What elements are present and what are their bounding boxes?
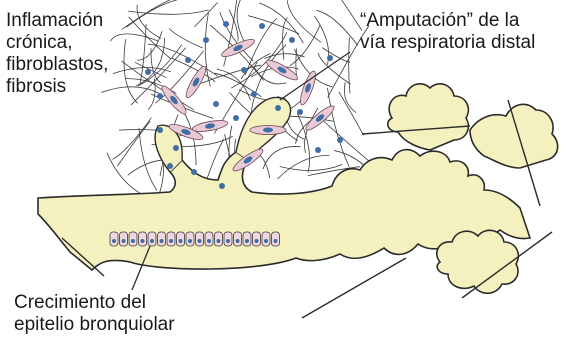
inflammatory-nucleus — [233, 115, 239, 121]
inflammatory-nucleus — [213, 101, 219, 107]
epithelial-nucleus — [169, 239, 173, 243]
epithelial-nucleus — [217, 239, 221, 243]
inflammatory-nucleus — [315, 147, 321, 153]
collagen-fiber — [263, 146, 301, 169]
inflammatory-nucleus — [297, 109, 303, 115]
inflammatory-nucleus — [167, 163, 173, 169]
collagen-fiber — [344, 82, 356, 112]
alveolar-bulb-top — [388, 84, 469, 150]
epithelial-nucleus — [179, 239, 183, 243]
collagen-fiber — [117, 121, 150, 166]
collagen-fiber — [194, 2, 217, 26]
label-line: epitelio bronquiolar — [14, 314, 175, 336]
collagen-fiber — [248, 16, 299, 34]
epithelial-nucleus — [150, 239, 154, 243]
collagen-fiber — [169, 29, 203, 49]
collagen-fiber — [110, 34, 158, 41]
collagen-fiber — [280, 165, 343, 171]
inflammatory-nucleus — [157, 93, 163, 99]
cut-line-3 — [302, 258, 406, 318]
collagen-fiber — [135, 62, 166, 77]
inflammatory-nucleus — [185, 57, 191, 63]
collagen-fiber — [277, 155, 329, 179]
label-line: crónica, — [6, 32, 108, 54]
inflammatory-nucleus — [289, 37, 295, 43]
inflammatory-nucleus — [223, 21, 229, 27]
label-line: fibroblastos, — [6, 54, 108, 76]
fibroblast — [191, 118, 228, 133]
epithelial-nucleus — [226, 239, 230, 243]
epithelial-nucleus — [122, 239, 126, 243]
label-line: fibrosis — [6, 76, 108, 98]
collagen-fiber — [128, 10, 208, 14]
epithelial-nucleus — [188, 239, 192, 243]
collagen-fiber — [335, 0, 362, 31]
inflammatory-nucleus — [241, 67, 247, 73]
inflammatory-nucleus — [157, 127, 163, 133]
epithelial-nucleus — [207, 239, 211, 243]
inflammatory-nucleus — [259, 23, 265, 29]
inflammatory-nucleus — [203, 37, 209, 43]
label-line: “Amputación” de la — [360, 10, 535, 32]
collagen-fiber — [290, 25, 320, 66]
collagen-fiber — [304, 108, 317, 153]
inflammatory-nucleus — [327, 55, 333, 61]
epithelial-nucleus — [131, 239, 135, 243]
inflammatory-nucleus — [145, 69, 151, 75]
epithelial-nucleus — [264, 239, 268, 243]
epithelial-nucleus — [141, 239, 145, 243]
inflammatory-nucleus — [275, 105, 281, 111]
inflammatory-nucleus — [219, 183, 225, 189]
label-inflammation: Inflamación crónica, fibroblastos, fibro… — [6, 10, 108, 98]
collagen-fiber — [137, 5, 161, 39]
epithelial-nucleus — [236, 239, 240, 243]
inflammatory-nucleus — [173, 145, 179, 151]
label-line: Inflamación — [6, 10, 108, 32]
label-line: Crecimiento del — [14, 292, 175, 314]
collagen-fiber — [231, 32, 287, 88]
epithelial-nucleus — [160, 239, 164, 243]
collagen-fiber — [151, 48, 161, 83]
collagen-fiber — [287, 0, 321, 42]
collagen-fiber — [112, 118, 151, 160]
epithelial-nucleus — [198, 239, 202, 243]
label-epithelium: Crecimiento del epitelio bronquiolar — [14, 292, 175, 336]
epithelial-nucleus — [255, 239, 259, 243]
inflammatory-nucleus — [251, 91, 257, 97]
fibroblast — [250, 126, 286, 135]
epithelial-nucleus — [274, 239, 278, 243]
collagen-fiber — [349, 37, 350, 93]
inflammatory-nucleus — [191, 169, 197, 175]
bronchiole-branch-upper — [470, 104, 558, 168]
collagen-fiber — [318, 53, 350, 84]
inflammatory-nucleus — [337, 137, 343, 143]
fibroblast — [264, 57, 300, 83]
collagen-fiber — [314, 16, 328, 65]
epithelial-nucleus — [245, 239, 249, 243]
label-line: vía respiratoria distal — [360, 32, 535, 54]
collagen-fiber — [339, 92, 364, 135]
collagen-fiber — [316, 10, 357, 45]
epithelial-nucleus — [112, 239, 116, 243]
label-amputation: “Amputación” de la vía respiratoria dist… — [360, 10, 535, 54]
collagen-fiber — [259, 3, 303, 43]
